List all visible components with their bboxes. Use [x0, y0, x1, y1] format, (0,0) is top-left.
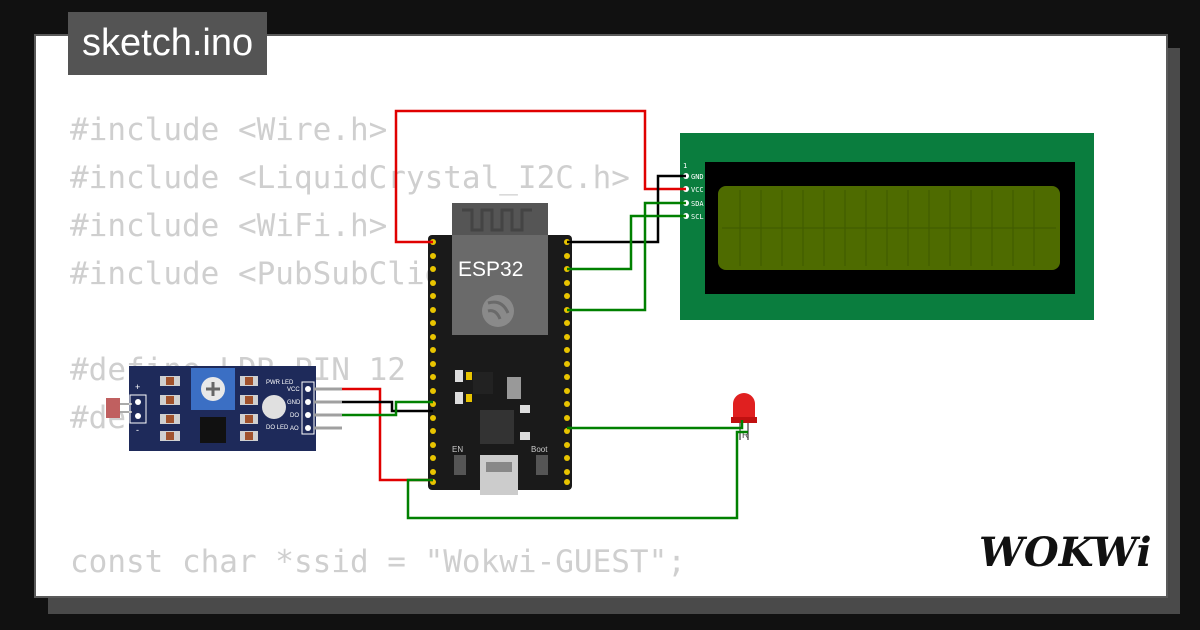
code-line: const char *password = "";: [70, 586, 686, 596]
red-led[interactable]: R: [731, 393, 757, 440]
lcd-char-grid: [722, 190, 1056, 266]
wire-3v3-vcc: [394, 109, 686, 244]
lcd-pin-label: VCC: [691, 186, 704, 194]
ldr-pin-label: AO: [290, 426, 299, 432]
en-label: EN: [452, 445, 463, 454]
do-led-label: DO LED: [266, 425, 289, 431]
led-label: R: [742, 430, 749, 440]
power-led: [262, 395, 286, 419]
plus-label: +: [135, 382, 140, 392]
boot-button[interactable]: [536, 455, 548, 475]
en-button[interactable]: [454, 455, 466, 475]
wire-ldr-do: [342, 400, 433, 417]
comparator-chip: [200, 417, 226, 443]
esp32-chip: [480, 410, 514, 444]
minus-label: -: [136, 425, 139, 435]
boot-label: Boot: [531, 445, 548, 454]
ldr-pin-label: VCC: [287, 387, 300, 393]
photoresistor: [106, 398, 120, 418]
ldr-pin-label: GND: [287, 400, 301, 406]
ldr-pin-label: DO: [290, 413, 299, 419]
code-line: #include <WiFi.h>: [70, 208, 388, 244]
code-line: #include <LiquidCrystal_I2C.h>: [70, 160, 630, 196]
lcd-pin-label: SDA: [691, 200, 704, 208]
wire-gnd-lcd: [567, 174, 686, 244]
file-tab[interactable]: sketch.ino: [68, 12, 268, 75]
pwr-led-label: PWR LED: [266, 380, 294, 386]
wire-led-cathode: [406, 430, 748, 520]
code-line: #include <Wire.h>: [70, 112, 388, 148]
esp32-label: ESP32: [458, 258, 523, 281]
logo-text: WOKWi: [979, 529, 1152, 576]
wire-ldr-vcc: [342, 387, 433, 482]
wire-scl: [567, 214, 686, 271]
lcd-pin-label: GND: [691, 173, 704, 181]
wokwi-logo: WOKWi: [975, 522, 1155, 582]
wire-led-anode: [567, 420, 744, 430]
lcd-pin-label: SCL: [691, 213, 704, 221]
wire-sda: [567, 201, 686, 312]
lcd-display[interactable]: 1 GND VCC SDA SCL: [680, 133, 1094, 320]
code-line: const char *ssid = "Wokwi-GUEST";: [70, 544, 686, 580]
lcd-pin1-label: 1: [683, 162, 687, 170]
wires: [342, 109, 748, 520]
espressif-logo-icon: [482, 295, 514, 327]
ldr-sensor-module[interactable]: + - PWR LED DO LED VCC GND DO AO: [106, 366, 342, 451]
esp32-board[interactable]: ESP32 EN Boot: [428, 203, 572, 495]
wire-ldr-gnd: [342, 400, 433, 413]
usb-port: [480, 455, 518, 495]
